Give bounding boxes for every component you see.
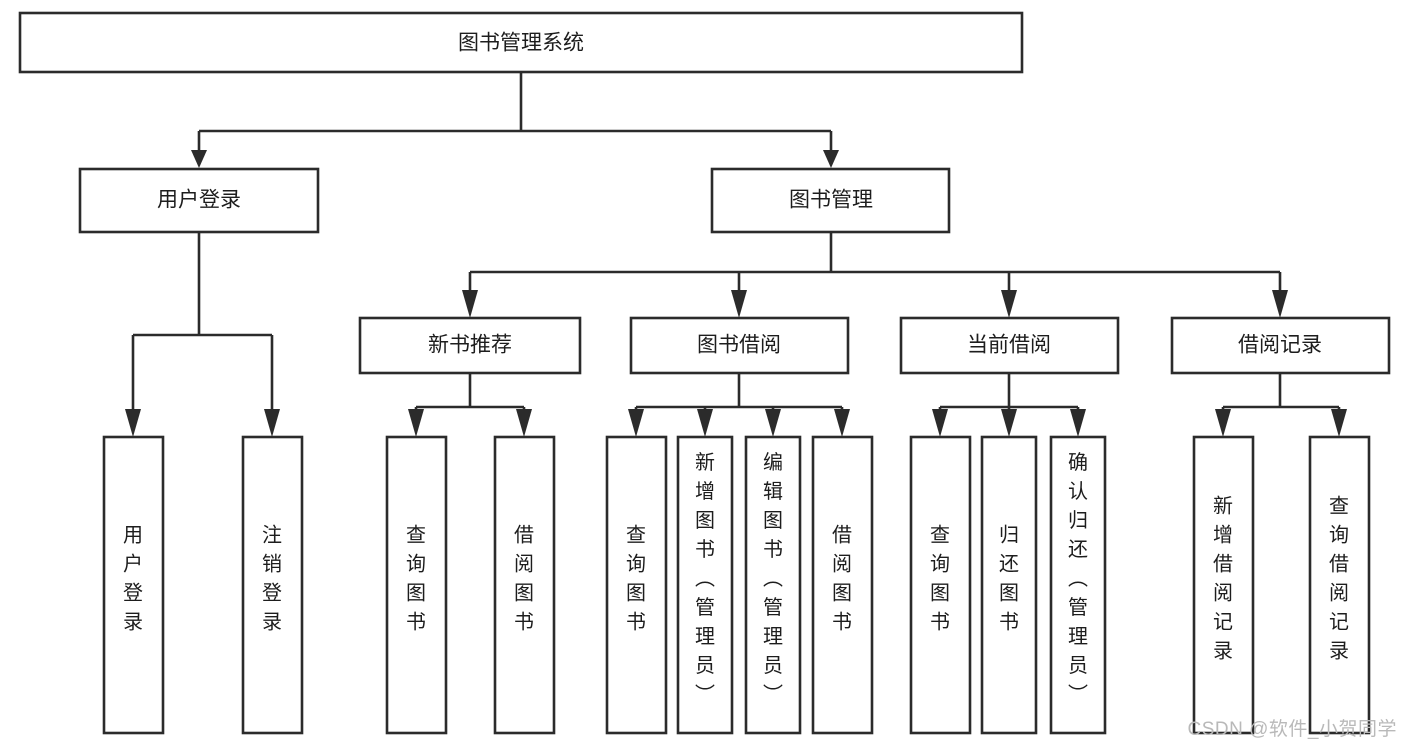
arrowhead-icon [408,409,424,437]
leaf-box-confirm-return-admin [1049,435,1107,735]
leaf-box-borrow-book [811,435,874,735]
node-user-login[interactable]: 用户登录 [78,167,320,234]
node-label-book-borrow: 图书借阅 [697,334,781,357]
leaf-label-query-book-current: 查询图书 [930,524,950,634]
leaf-box-logout [241,435,304,735]
arrowhead-icon [834,409,850,437]
leaf-box-add-book-admin [676,435,734,735]
node-box-current-borrow [899,316,1120,375]
leaf-node-query-book-borrow[interactable]: 查询图书 [605,435,668,735]
arrowhead-icon [191,150,207,168]
node-label-book-management: 图书管理 [789,189,873,212]
leaf-label-edit-book-admin: 编辑图书︵管理员︶ [763,451,783,706]
node-book-management[interactable]: 图书管理 [710,167,951,234]
leaf-node-query-book-current[interactable]: 查询图书 [909,435,972,735]
leaf-node-edit-book-admin[interactable]: 编辑图书︵管理员︶ [744,435,802,735]
arrowhead-icon [1215,409,1231,437]
leaf-label-return-book: 归还图书 [999,524,1019,634]
leaf-node-user-login[interactable]: 用户登录 [102,435,165,735]
leaf-node-borrow-book-newbook[interactable]: 借阅图书 [493,435,556,735]
leaf-label-confirm-return-admin: 确认归还︵管理员︶ [1068,451,1088,706]
leaf-node-confirm-return-admin[interactable]: 确认归还︵管理员︶ [1049,435,1107,735]
leaf-box-query-book-current [909,435,972,735]
arrowhead-icon [628,409,644,437]
node-label-user-login: 用户登录 [157,189,241,212]
arrowhead-icon [697,409,713,437]
leaf-node-return-book[interactable]: 归还图书 [980,435,1038,735]
arrowhead-icon [264,409,280,437]
leaf-box-user-login [102,435,165,735]
leaf-box-return-book [980,435,1038,735]
arrowhead-icon [765,409,781,437]
arrowhead-icon [1070,409,1086,437]
node-box-root [18,11,1024,74]
leaf-label-query-borrow-record: 查询借阅记录 [1329,495,1349,663]
leaf-label-query-book-newbook: 查询图书 [406,524,426,634]
leaf-box-add-borrow-record [1192,435,1255,735]
arrowhead-icon [731,290,747,318]
arrowhead-icon [1272,290,1288,318]
leaf-label-add-book-admin: 新增图书︵管理员︶ [695,451,715,706]
node-box-book-management [710,167,951,234]
node-book-borrow[interactable]: 图书借阅 [629,316,850,375]
leaf-box-query-borrow-record [1308,435,1371,735]
leaf-node-query-book-newbook[interactable]: 查询图书 [385,435,448,735]
arrowhead-icon [516,409,532,437]
leaf-box-edit-book-admin [744,435,802,735]
arrowhead-icon [1001,409,1017,437]
leaf-label-borrow-book: 借阅图书 [832,524,852,634]
node-box-borrow-record [1170,316,1391,375]
leaf-box-borrow-book-newbook [493,435,556,735]
node-label-current-borrow: 当前借阅 [967,334,1051,357]
arrowhead-icon [932,409,948,437]
node-label-borrow-record: 借阅记录 [1238,334,1322,357]
arrowhead-icon [1331,409,1347,437]
node-borrow-record[interactable]: 借阅记录 [1170,316,1391,375]
leaf-node-add-book-admin[interactable]: 新增图书︵管理员︶ [676,435,734,735]
leaf-node-add-borrow-record[interactable]: 新增借阅记录 [1192,435,1255,735]
leaf-box-query-book-newbook [385,435,448,735]
arrowhead-layer [125,150,1347,437]
node-label-root: 图书管理系统 [458,32,584,55]
leaf-node-logout[interactable]: 注销登录 [241,435,304,735]
node-new-book-recommend[interactable]: 新书推荐 [358,316,582,375]
arrowhead-icon [1001,290,1017,318]
leaf-node-borrow-book[interactable]: 借阅图书 [811,435,874,735]
node-box-new-book-recommend [358,316,582,375]
node-label-new-book-recommend: 新书推荐 [428,334,512,357]
leaf-label-query-book-borrow: 查询图书 [626,524,646,634]
node-box-book-borrow [629,316,850,375]
leaf-node-query-borrow-record[interactable]: 查询借阅记录 [1308,435,1371,735]
node-current-borrow[interactable]: 当前借阅 [899,316,1120,375]
node-root-system[interactable]: 图书管理系统 [18,11,1024,74]
leaf-box-query-book-borrow [605,435,668,735]
arrowhead-icon [462,290,478,318]
leaf-label-logout: 注销登录 [262,524,282,634]
arrowhead-icon [125,409,141,437]
arrowhead-icon [823,150,839,168]
leaf-label-user-login: 用户登录 [123,525,143,634]
leaf-label-add-borrow-record: 新增借阅记录 [1213,495,1233,663]
node-box-user-login [78,167,320,234]
leaf-label-borrow-book-newbook: 借阅图书 [514,524,534,634]
